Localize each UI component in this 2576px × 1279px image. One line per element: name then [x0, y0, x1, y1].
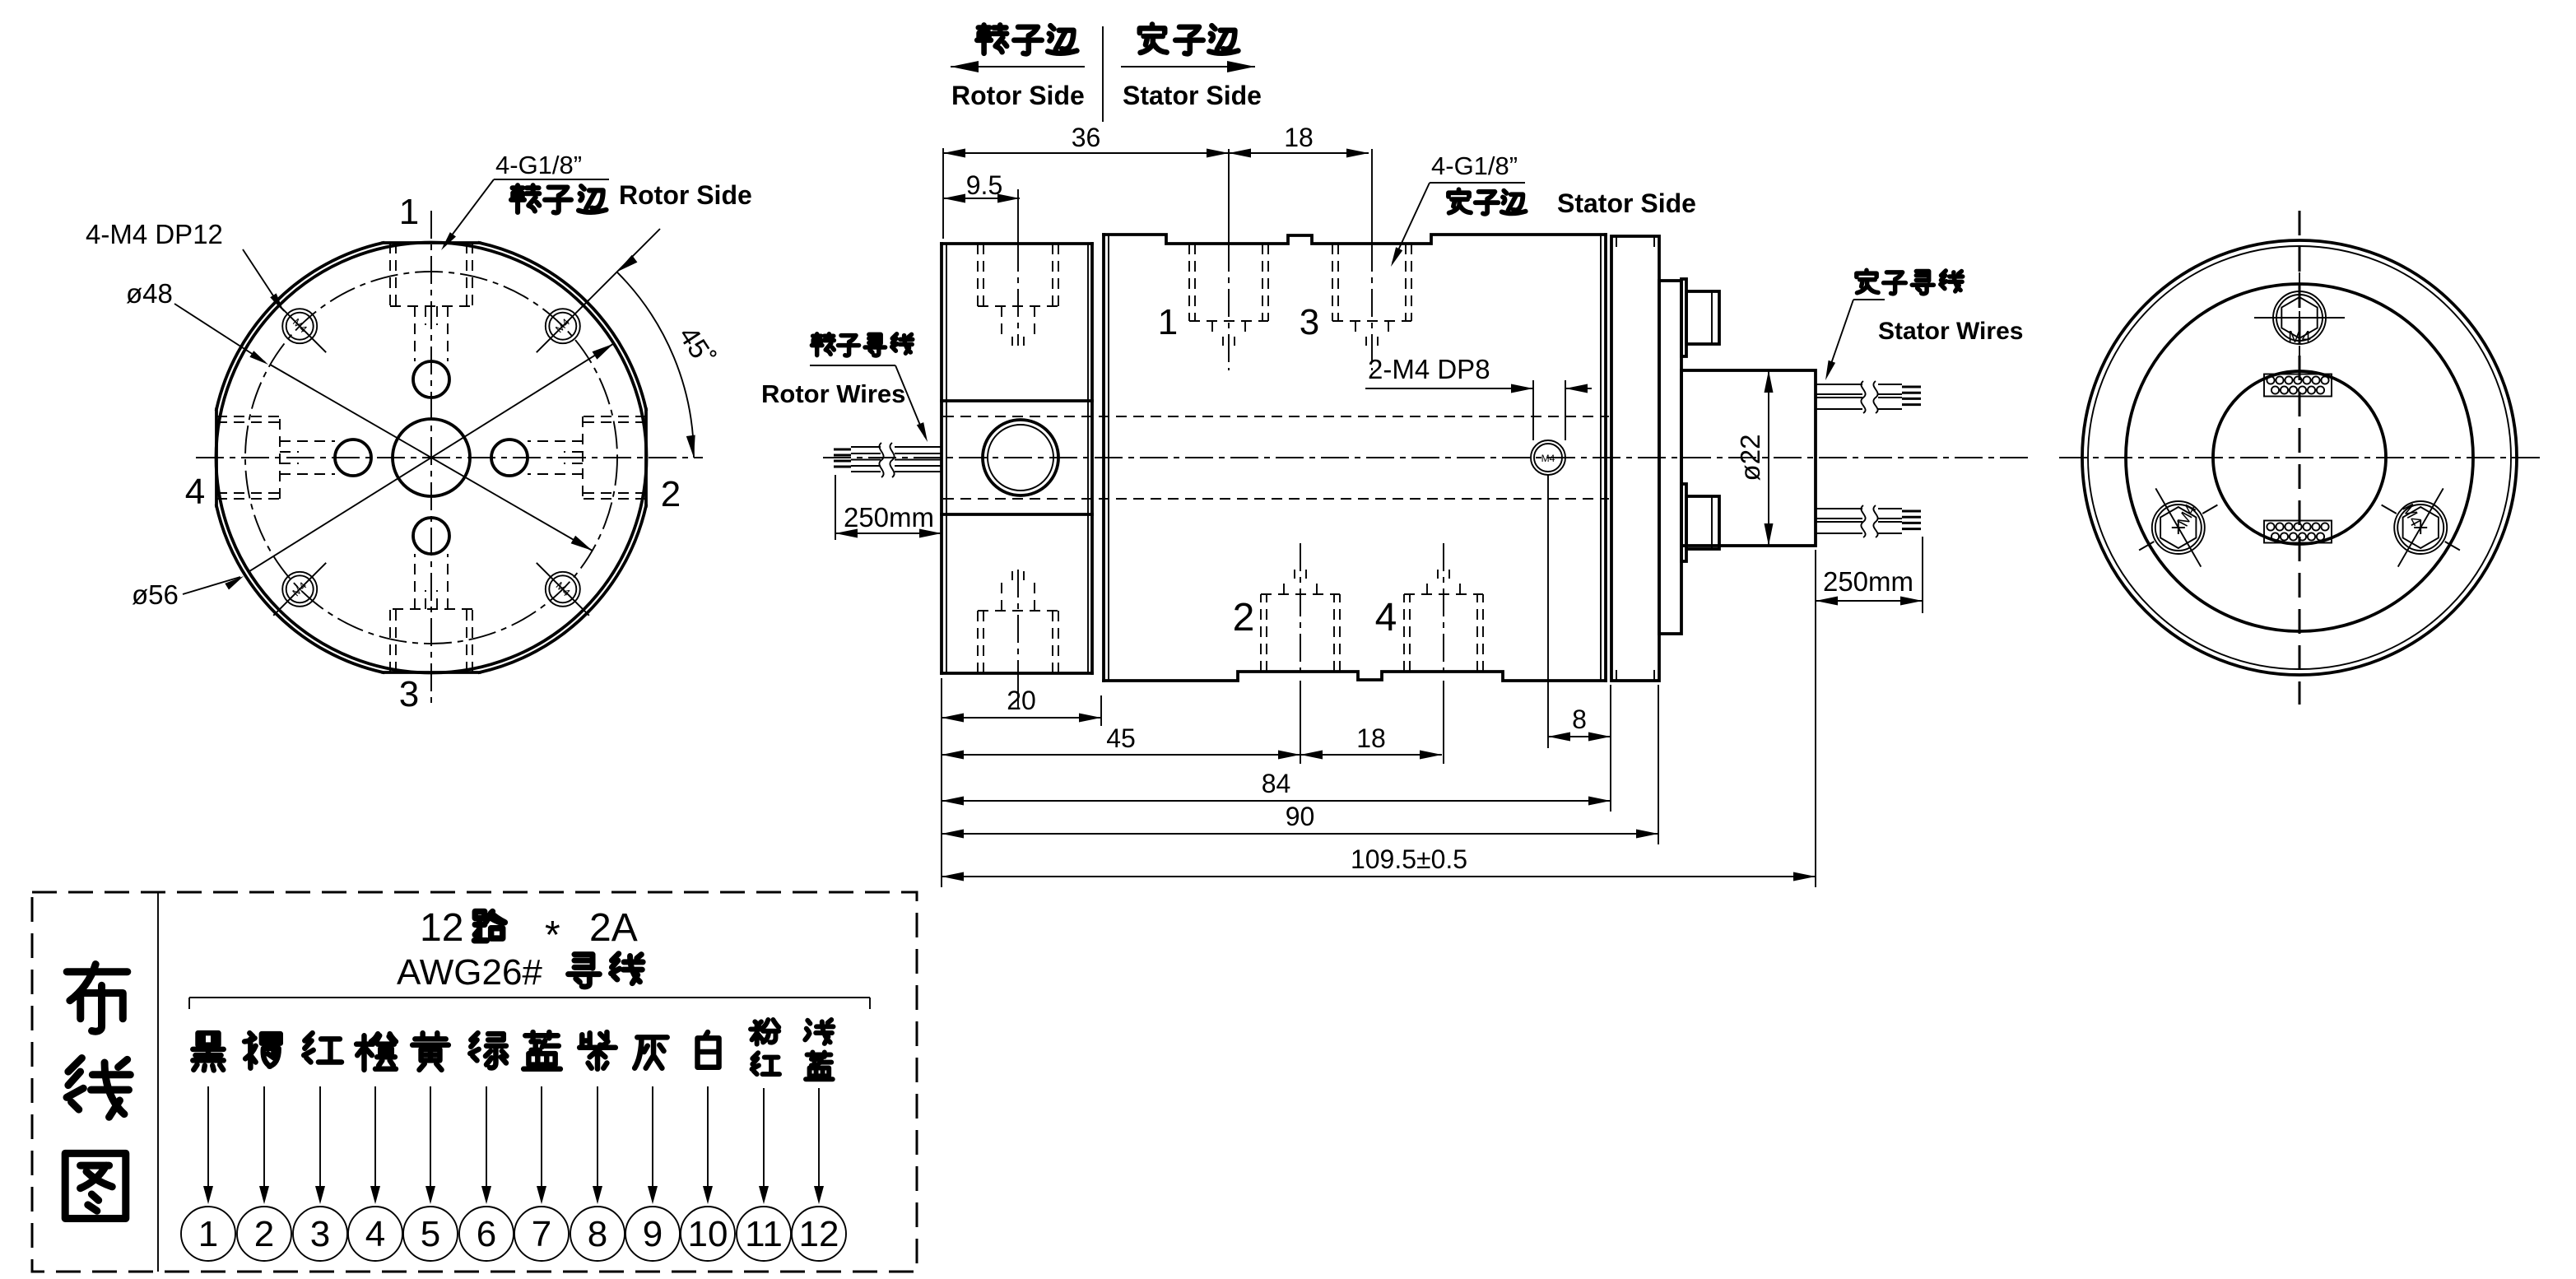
svg-text:2: 2 [661, 474, 681, 514]
svg-text:2-M4 DP8: 2-M4 DP8 [1368, 354, 1490, 384]
svg-text:1: 1 [1158, 302, 1178, 342]
svg-text:45: 45 [1106, 723, 1136, 753]
svg-text:10: 10 [688, 1214, 728, 1254]
svg-text:4-G1/8”: 4-G1/8” [1431, 151, 1518, 180]
svg-text:12: 12 [799, 1214, 839, 1254]
svg-text:20: 20 [1007, 686, 1036, 715]
svg-text:90: 90 [1286, 802, 1315, 831]
svg-text:M4: M4 [1541, 453, 1555, 464]
svg-text:1: 1 [399, 192, 419, 232]
svg-text:9.5: 9.5 [966, 170, 1002, 200]
svg-text:8: 8 [588, 1214, 607, 1254]
svg-text:4: 4 [365, 1214, 385, 1254]
svg-text:18: 18 [1356, 723, 1386, 753]
svg-text:ø48: ø48 [126, 278, 173, 309]
svg-text:AWG26#: AWG26# [397, 952, 542, 993]
svg-text:Rotor Wires: Rotor Wires [761, 379, 905, 408]
svg-text:84: 84 [1262, 769, 1291, 798]
svg-text:8: 8 [1572, 705, 1587, 734]
svg-text:Stator Wires: Stator Wires [1878, 318, 2023, 345]
svg-text:3: 3 [310, 1214, 330, 1254]
svg-text:36: 36 [1072, 123, 1101, 152]
svg-text:3: 3 [399, 674, 419, 714]
svg-text:250mm: 250mm [844, 502, 934, 533]
svg-text:ø22: ø22 [1735, 435, 1765, 481]
svg-text:Rotor Side: Rotor Side [619, 180, 752, 210]
svg-text:6: 6 [477, 1214, 496, 1254]
svg-text:ø56: ø56 [132, 579, 179, 610]
svg-text:4: 4 [1375, 596, 1397, 640]
svg-text:18: 18 [1284, 123, 1314, 152]
svg-text:12: 12 [420, 906, 463, 950]
svg-text:5: 5 [421, 1214, 440, 1254]
svg-text:109.5±0.5: 109.5±0.5 [1351, 844, 1467, 874]
svg-text:*: * [545, 914, 560, 957]
svg-text:4-M4 DP12: 4-M4 DP12 [86, 219, 223, 249]
svg-text:Rotor Side: Rotor Side [951, 81, 1085, 110]
svg-text:Stator Side: Stator Side [1123, 81, 1262, 110]
svg-text:4: 4 [185, 472, 205, 512]
svg-text:4-G1/8”: 4-G1/8” [495, 151, 582, 179]
svg-text:11: 11 [745, 1214, 783, 1254]
svg-text:9: 9 [643, 1214, 663, 1254]
svg-text:2: 2 [1233, 596, 1255, 640]
svg-text:1: 1 [198, 1214, 218, 1254]
svg-text:3: 3 [1300, 302, 1319, 342]
svg-text:250mm: 250mm [1823, 566, 1913, 597]
svg-text:2A: 2A [589, 906, 638, 950]
svg-text:2: 2 [254, 1214, 274, 1254]
svg-text:Stator Side: Stator Side [1557, 188, 1696, 218]
svg-text:M4: M4 [2288, 328, 2311, 346]
svg-text:7: 7 [532, 1214, 551, 1254]
